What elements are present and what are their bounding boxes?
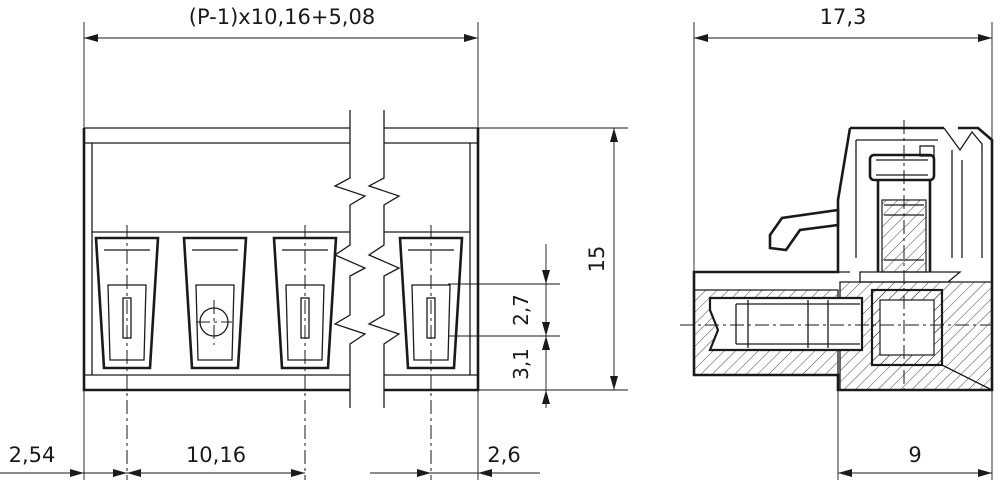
front-view xyxy=(82,110,480,480)
dim-height: 15 xyxy=(585,246,609,273)
dim-top-width: (P-1)x10,16+5,08 xyxy=(189,5,375,29)
terminal-cavity-screw xyxy=(182,236,248,370)
dimension-lines xyxy=(0,22,993,480)
terminal-cavity xyxy=(398,236,464,370)
dim-side-depth: 9 xyxy=(908,443,921,467)
dim-left-offset: 2,54 xyxy=(9,443,56,467)
dim-pitch: 10,16 xyxy=(186,443,246,467)
break-line-right xyxy=(367,110,401,408)
break-line-left xyxy=(333,110,367,408)
dim-pin-offset-upper: 2,7 xyxy=(509,294,533,326)
dim-right-offset: 2,6 xyxy=(487,443,520,467)
side-view xyxy=(680,120,994,392)
dim-side-width: 17,3 xyxy=(820,5,867,29)
dim-pin-offset-lower: 3,1 xyxy=(509,348,533,380)
